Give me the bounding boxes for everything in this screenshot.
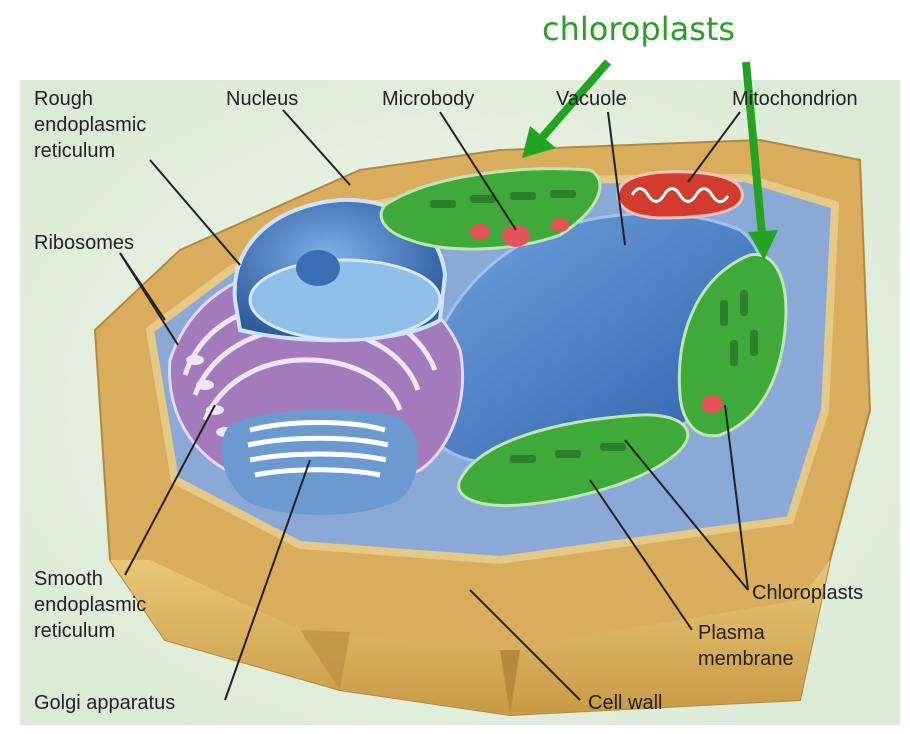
label-smooth-er-line2: endoplasmic [34,592,146,618]
label-rough-er-line1: Rough [34,86,146,112]
label-cell-wall: Cell wall [588,690,662,716]
label-nucleus: Nucleus [226,86,298,112]
label-rough-er-line3: reticulum [34,138,146,164]
label-vacuole: Vacuole [556,86,627,112]
label-microbody: Microbody [382,86,474,112]
label-smooth-er-line3: reticulum [34,618,146,644]
label-smooth-er: Smooth endoplasmic reticulum [34,566,146,644]
label-chloroplasts: Chloroplasts [752,580,863,606]
label-smooth-er-line1: Smooth [34,566,146,592]
label-ribosomes: Ribosomes [34,230,134,256]
label-plasma-membrane-line2: membrane [698,646,794,672]
golgi-shape [222,410,419,515]
label-plasma-membrane-line1: Plasma [698,620,794,646]
label-plasma-membrane: Plasma membrane [698,620,794,672]
label-mitochondrion: Mitochondrion [732,86,858,112]
label-golgi: Golgi apparatus [34,690,175,716]
chloroplasts-annotation: chloroplasts [542,10,735,48]
mitochondrion-shape [618,172,742,218]
label-rough-er: Rough endoplasmic reticulum [34,86,146,164]
label-rough-er-line2: endoplasmic [34,112,146,138]
